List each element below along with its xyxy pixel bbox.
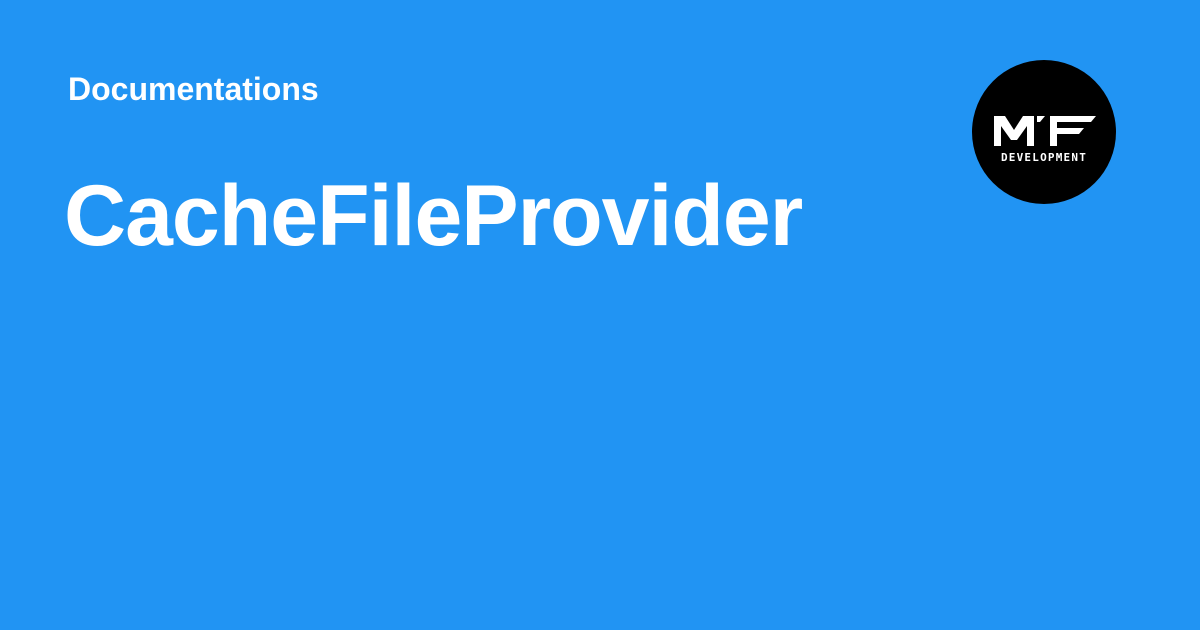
- section-label: Documentations: [68, 71, 319, 107]
- mf-development-logo-icon: DEVELOPMENT: [972, 60, 1116, 204]
- logo-mark: DEVELOPMENT: [994, 116, 1096, 164]
- svg-text:DEVELOPMENT: DEVELOPMENT: [1001, 151, 1087, 164]
- page-title: CacheFileProvider: [64, 168, 803, 264]
